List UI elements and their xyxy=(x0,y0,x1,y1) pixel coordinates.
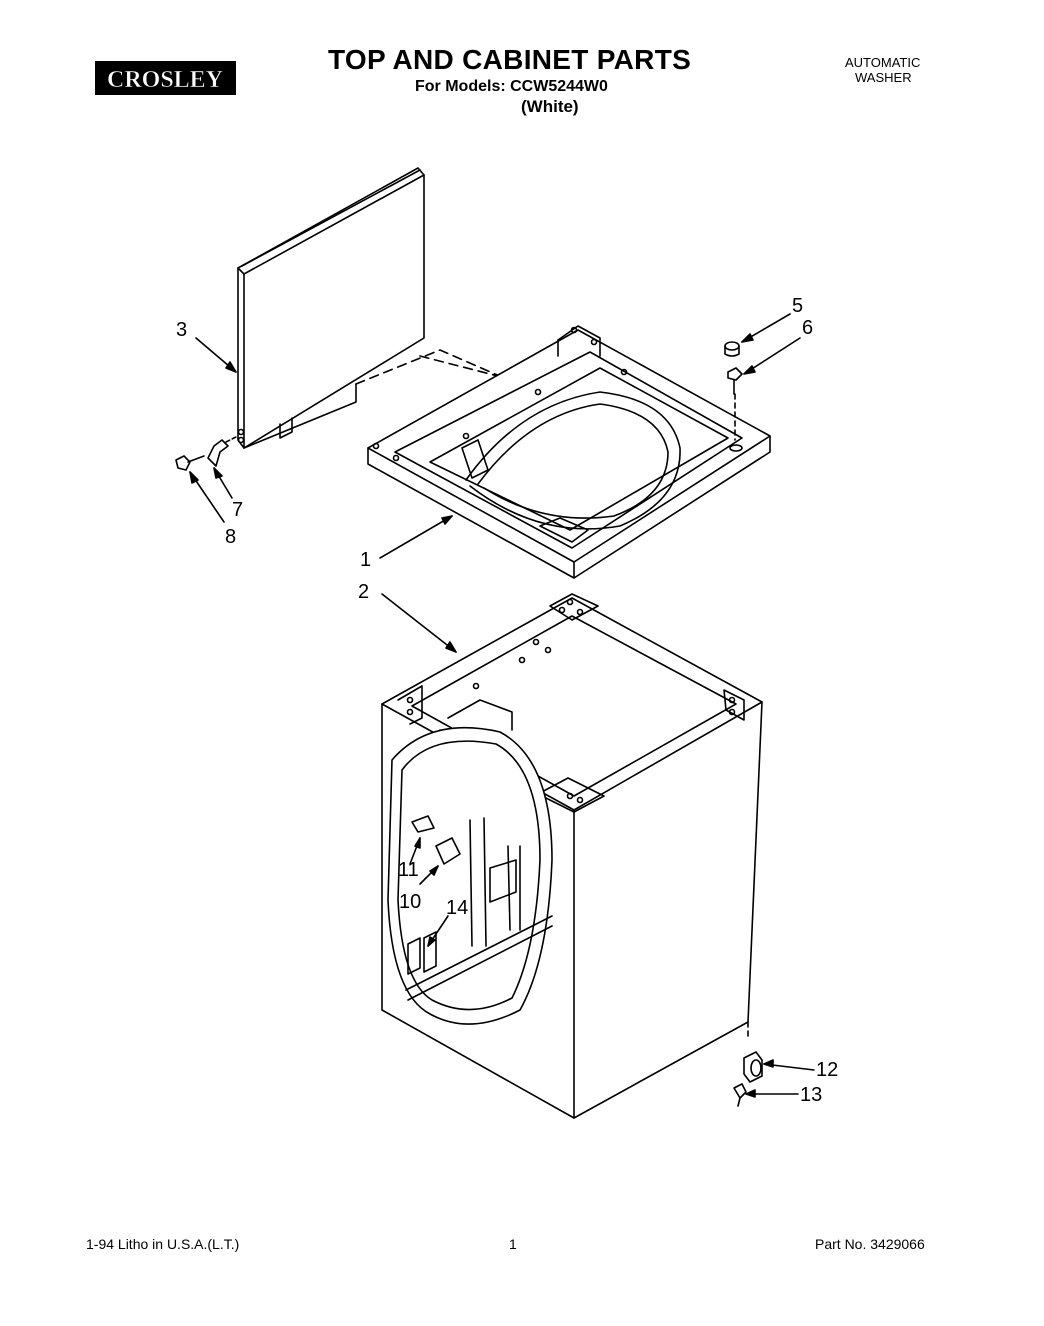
brand-logo-text: CROSLEY xyxy=(107,67,223,93)
part-7-hinge xyxy=(207,435,239,467)
callout-1: 1 xyxy=(360,549,371,571)
callout-3: 3 xyxy=(176,319,187,341)
litho-line: 1-94 Litho in U.S.A.(L.T.) xyxy=(86,1236,240,1252)
models-line: For Models: CCW5244W0 xyxy=(415,78,608,95)
part-13-screw xyxy=(733,1083,747,1107)
part-6-screw xyxy=(727,367,743,441)
page-number: 1 xyxy=(509,1236,517,1252)
color-line: (White) xyxy=(521,97,579,116)
callout-12: 12 xyxy=(816,1059,838,1081)
product-type-line1: AUTOMATIC xyxy=(845,55,921,70)
part-1-top-frame xyxy=(367,325,771,579)
part-12-caster xyxy=(743,1051,763,1083)
page-title: TOP AND CABINET PARTS xyxy=(328,44,692,75)
leader-arrows xyxy=(189,313,815,1098)
part-2-cabinet xyxy=(381,593,763,1119)
part-3-lid xyxy=(237,167,425,449)
callout-6: 6 xyxy=(802,317,813,339)
callout-13: 13 xyxy=(800,1084,822,1106)
callout-10: 10 xyxy=(399,891,421,913)
part-8-screw xyxy=(175,455,205,471)
callout-14: 14 xyxy=(446,897,468,919)
callout-8: 8 xyxy=(225,526,236,548)
brand-logo: CROSLEY xyxy=(95,61,236,95)
callout-5: 5 xyxy=(792,295,803,317)
part-5-plug xyxy=(724,341,740,357)
callout-7: 7 xyxy=(232,499,243,521)
callout-11: 11 xyxy=(398,859,419,881)
part-number: Part No. 3429066 xyxy=(815,1236,925,1252)
product-type-line2: WASHER xyxy=(855,70,912,85)
callout-2: 2 xyxy=(358,581,369,603)
